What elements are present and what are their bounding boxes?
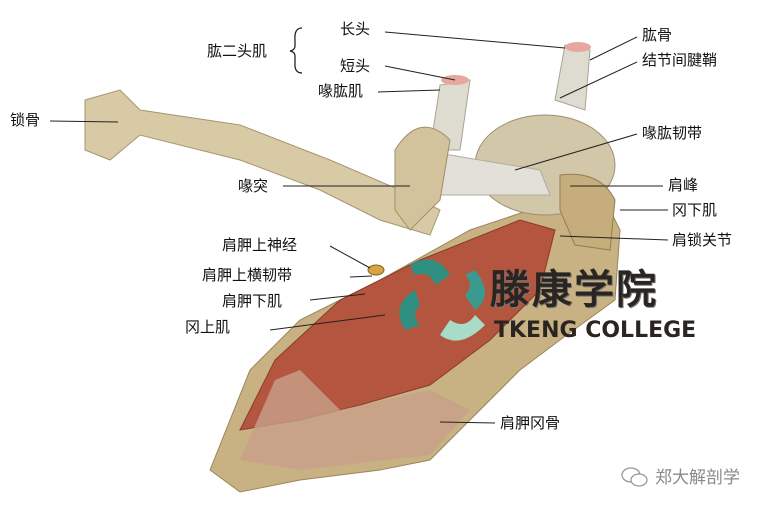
label-biceps: 肱二头肌 — [207, 42, 268, 60]
label-long-head: 长头 — [340, 20, 371, 38]
long-head-tendon — [554, 44, 591, 111]
label-clavicle: 锁骨 — [10, 111, 41, 129]
label-subscapularis: 肩胛下肌 — [222, 292, 283, 310]
label-intertubercular-sheath: 结节间腱鞘 — [642, 51, 718, 69]
muscle-fascia — [240, 370, 470, 470]
wechat-icon — [621, 467, 648, 487]
college-logo — [399, 259, 485, 341]
suprascapular-nerve — [367, 264, 385, 276]
source-account: 郑大解剖学 — [655, 468, 740, 488]
label-coracoid: 喙突 — [238, 177, 269, 195]
label-short-head: 短头 — [340, 57, 371, 75]
label-acromioclavicular-joint: 肩锁关节 — [672, 231, 733, 249]
clavicle-bone — [84, 89, 441, 236]
label-infraspinatus: 冈下肌 — [672, 201, 718, 219]
leader-lines — [49, 31, 669, 424]
label-coracobrachialis: 喙肱肌 — [318, 82, 364, 100]
label-acromion: 肩峰 — [668, 176, 699, 194]
watermark-chinese: 滕康学院 — [490, 267, 658, 313]
label-superior-transverse-ligament: 肩胛上横韧带 — [202, 266, 293, 284]
label-humerus: 肱骨 — [642, 26, 673, 44]
label-coracohumeral-ligament: 喙肱韧带 — [642, 124, 703, 142]
watermark-english: TKENG COLLEGE — [494, 318, 697, 343]
label-scapular-spine: 肩胛冈骨 — [500, 414, 561, 432]
long-head-cut — [565, 42, 591, 52]
label-supraspinatus: 冈上肌 — [185, 318, 231, 336]
biceps-brace — [289, 27, 303, 74]
label-suprascapular-nerve: 肩胛上神经 — [222, 236, 298, 254]
coracoid-process — [394, 126, 451, 231]
